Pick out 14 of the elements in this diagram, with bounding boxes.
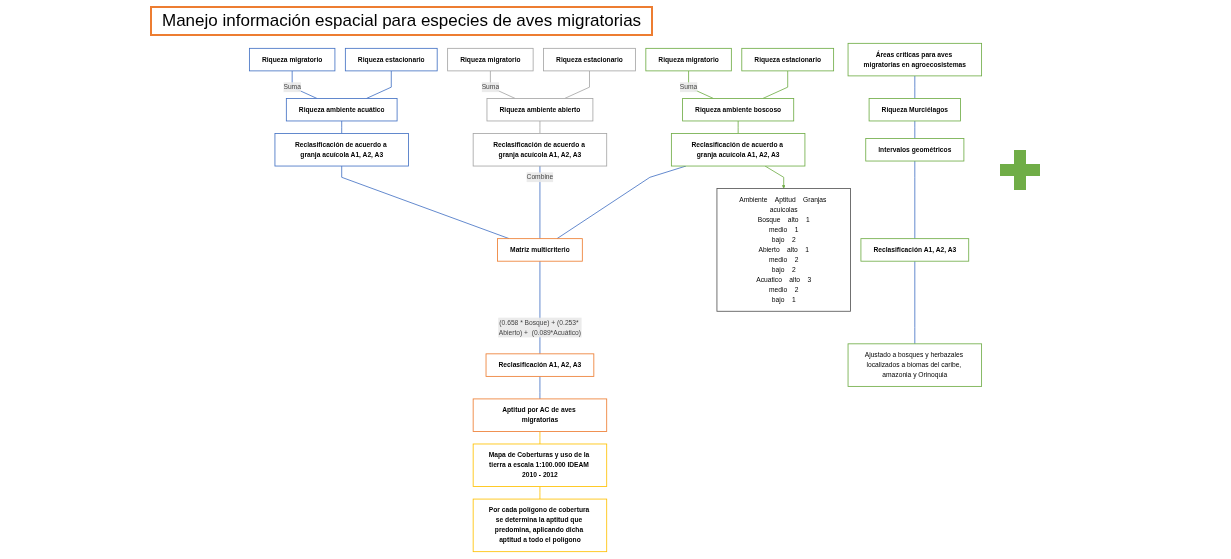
connector bbox=[914, 260, 916, 345]
title: Manejo información espacial para especies de aves migratorias bbox=[150, 6, 654, 36]
connector bbox=[914, 120, 916, 139]
connector bbox=[341, 120, 343, 134]
connector bbox=[539, 486, 541, 500]
connector bbox=[539, 431, 541, 445]
connector bbox=[914, 75, 916, 99]
connector bbox=[539, 120, 541, 134]
connector bbox=[737, 120, 739, 134]
connector bbox=[291, 70, 318, 99]
connector bbox=[762, 70, 789, 99]
connector bbox=[914, 160, 916, 240]
connector bbox=[366, 70, 392, 99]
connector bbox=[564, 70, 590, 99]
